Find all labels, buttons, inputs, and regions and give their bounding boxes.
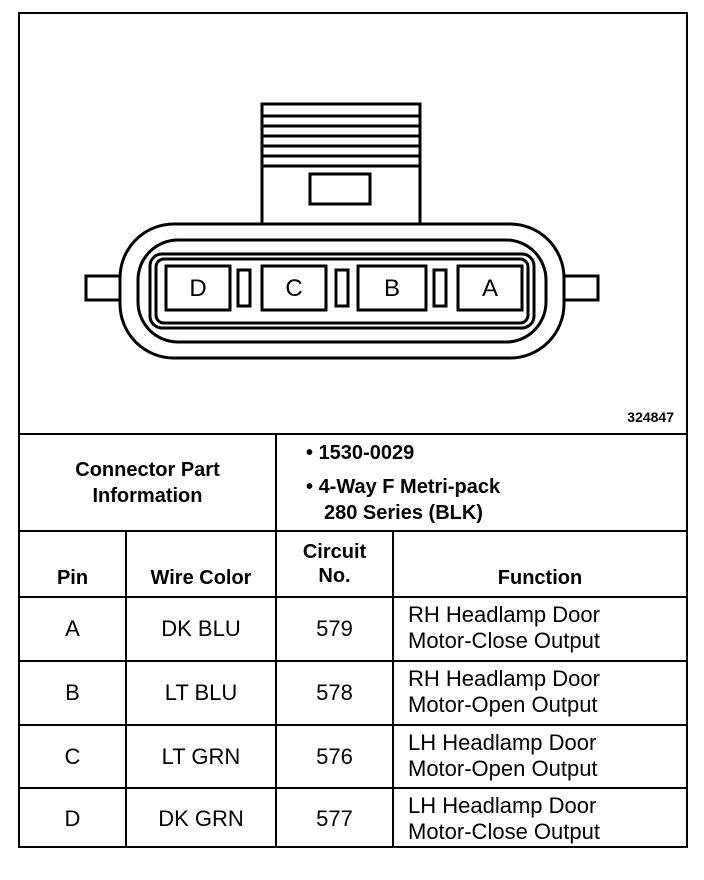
divider-diagram [20, 433, 686, 435]
cavity-a [456, 264, 524, 312]
col-header-circuit-line1: Circuit [302, 541, 367, 563]
divider-row-c [20, 787, 686, 789]
divider-part-info [20, 530, 686, 532]
row-b-wire-color: LT BLU [164, 680, 238, 705]
divider-header [20, 596, 686, 598]
part-info-bullet-2: • 4-Way F Metri-pack [306, 476, 501, 498]
row-a-wire-color: DK BLU [161, 616, 241, 641]
row-c-function-line1: LH Headlamp Door [408, 730, 597, 755]
col-header-circuit-line2: No. [318, 565, 351, 587]
pin-label-b: B [384, 275, 400, 302]
divider-row-a [20, 660, 686, 662]
row-c-function-line2: Motor-Open Output [408, 756, 598, 781]
connector-diagram: D C B A 324847 [20, 14, 686, 434]
col-header-wire-color: Wire Color [150, 567, 252, 589]
part-info-bullet-1: • 1530-0029 [306, 442, 415, 464]
row-a-function: RH Headlamp Door Motor-Close Output [408, 602, 684, 660]
part-info-bullet-2-cont: 280 Series (BLK) [324, 502, 483, 524]
figure-number: 324847 [627, 409, 674, 425]
row-d-wire-color: DK GRN [158, 805, 244, 831]
divider-part-info-vertical [275, 433, 277, 532]
row-a-pin: A [65, 616, 80, 641]
row-c-function: LH Headlamp Door Motor-Open Output [408, 730, 684, 787]
divider-col-circuit [392, 530, 394, 848]
col-header-function: Function [497, 567, 583, 589]
pin-labels: D C B A [189, 275, 498, 302]
col-header-circuit: Circuit No. [277, 532, 392, 596]
row-c-pin: C [64, 743, 81, 769]
row-d-circuit: 577 [316, 805, 353, 831]
row-b-function: RH Headlamp Door Motor-Open Output [408, 666, 684, 724]
connector-face-drawing: D C B A 324847 [84, 102, 674, 425]
pin-label-d: D [189, 275, 206, 302]
row-c-wire-color: LT GRN [161, 743, 241, 769]
divider-col-pin [125, 530, 127, 848]
row-b-pin: B [65, 680, 80, 705]
pin-label-a: A [482, 275, 498, 302]
part-info-bullets: • 1530-0029 • 4-Way F Metri-pack 280 Ser… [306, 440, 676, 530]
cavity-c [260, 264, 328, 312]
row-d-pin: D [64, 805, 81, 831]
row-a-function-line2: Motor-Close Output [408, 628, 600, 653]
divider-row-b [20, 724, 686, 726]
part-info-label-cell: Connector Part Information [20, 435, 275, 530]
row-b-function-line2: Motor-Open Output [408, 692, 598, 717]
row-d-function: LH Headlamp Door Motor-Close Output [408, 793, 684, 848]
row-c-circuit: 576 [316, 743, 353, 769]
row-a-function-line1: RH Headlamp Door [408, 602, 600, 627]
connector-info-frame: D C B A 324847 Connector Part Informatio… [18, 12, 688, 848]
cavity-b [356, 264, 428, 312]
row-b-circuit: 578 [316, 680, 353, 705]
connector-latch [260, 102, 422, 226]
col-header-pin: Pin [56, 567, 89, 589]
cavity-d [164, 264, 232, 312]
part-info-label: Connector Part Information [75, 458, 220, 507]
divider-col-wire [275, 530, 277, 848]
pin-cavities [164, 264, 524, 312]
row-d-function-line1: LH Headlamp Door [408, 793, 597, 818]
row-d-function-line2: Motor-Close Output [408, 819, 600, 844]
row-b-function-line1: RH Headlamp Door [408, 666, 600, 691]
row-a-circuit: 579 [316, 616, 353, 641]
pin-label-c: C [285, 275, 302, 302]
